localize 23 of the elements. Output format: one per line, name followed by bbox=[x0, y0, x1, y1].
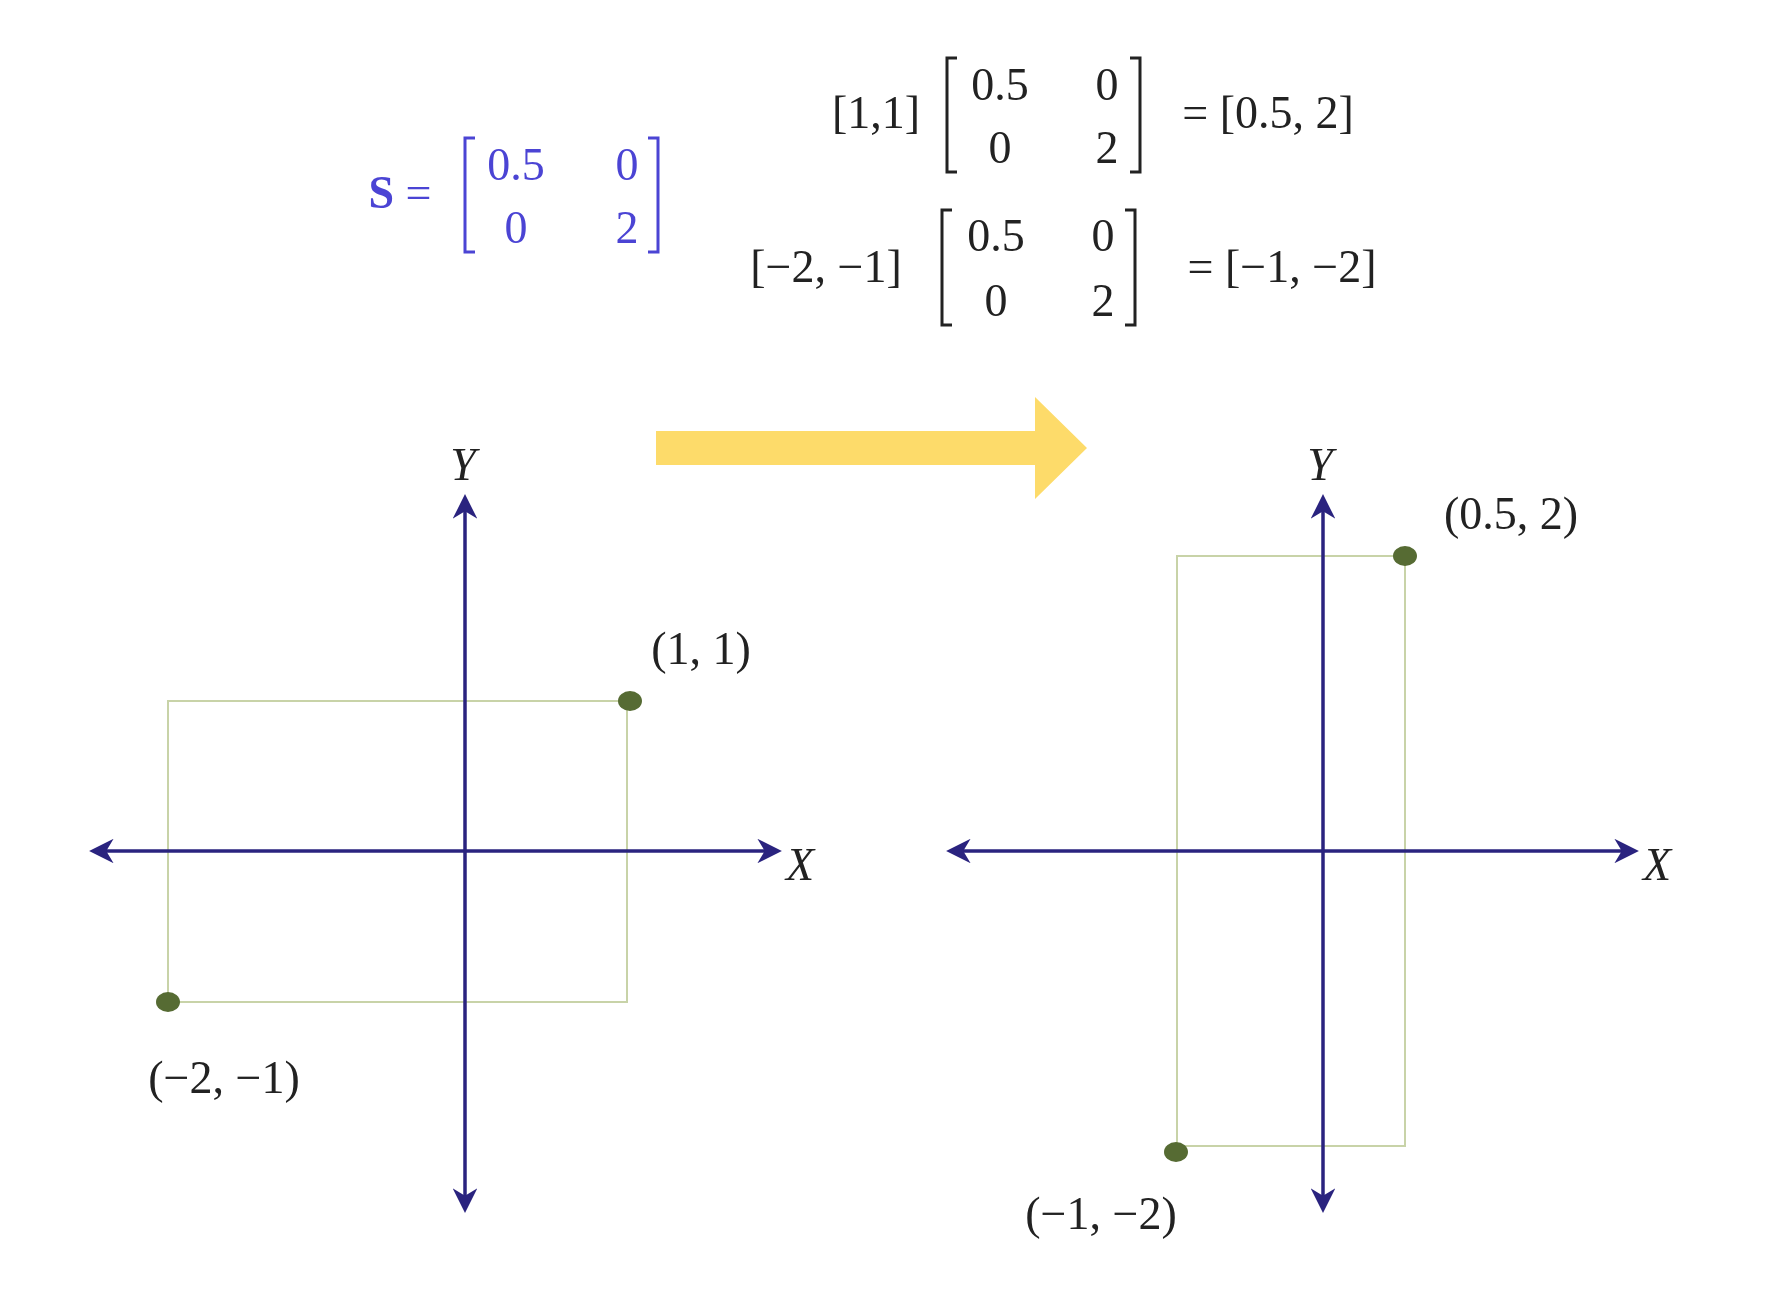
vector-equation: = [0.5, 2] bbox=[1182, 90, 1354, 136]
point-label: (−2, −1) bbox=[148, 1055, 300, 1101]
matrix-entry: 2 bbox=[1095, 125, 1119, 171]
axis-label: X bbox=[785, 842, 815, 888]
point-label: (1, 1) bbox=[651, 626, 751, 672]
vector-equation: [1,1] bbox=[831, 90, 921, 136]
point-label: (−1, −2) bbox=[1025, 1191, 1177, 1237]
matrix-entry: 2 bbox=[615, 205, 639, 251]
matrix-entry: 0 bbox=[615, 142, 639, 188]
point-label: (0.5, 2) bbox=[1443, 491, 1579, 537]
matrix-entry: 2 bbox=[1091, 278, 1115, 324]
vector-equation: = [−1, −2] bbox=[1187, 244, 1377, 290]
matrix-entry: 0 bbox=[984, 278, 1008, 324]
matrix-entry: 0 bbox=[1095, 62, 1119, 108]
matrix-entry: 0.5 bbox=[971, 62, 1029, 108]
axis-label: X bbox=[1642, 842, 1672, 888]
matrix-entry: 0.5 bbox=[487, 142, 545, 188]
matrix-name: S = bbox=[368, 170, 432, 216]
matrix-entry: 0 bbox=[988, 125, 1012, 171]
matrix-entry: 0 bbox=[504, 205, 528, 251]
vector-equation: [−2, −1] bbox=[750, 244, 902, 290]
matrix-entry: 0 bbox=[1091, 213, 1115, 259]
matrix-entry: 0.5 bbox=[967, 213, 1025, 259]
